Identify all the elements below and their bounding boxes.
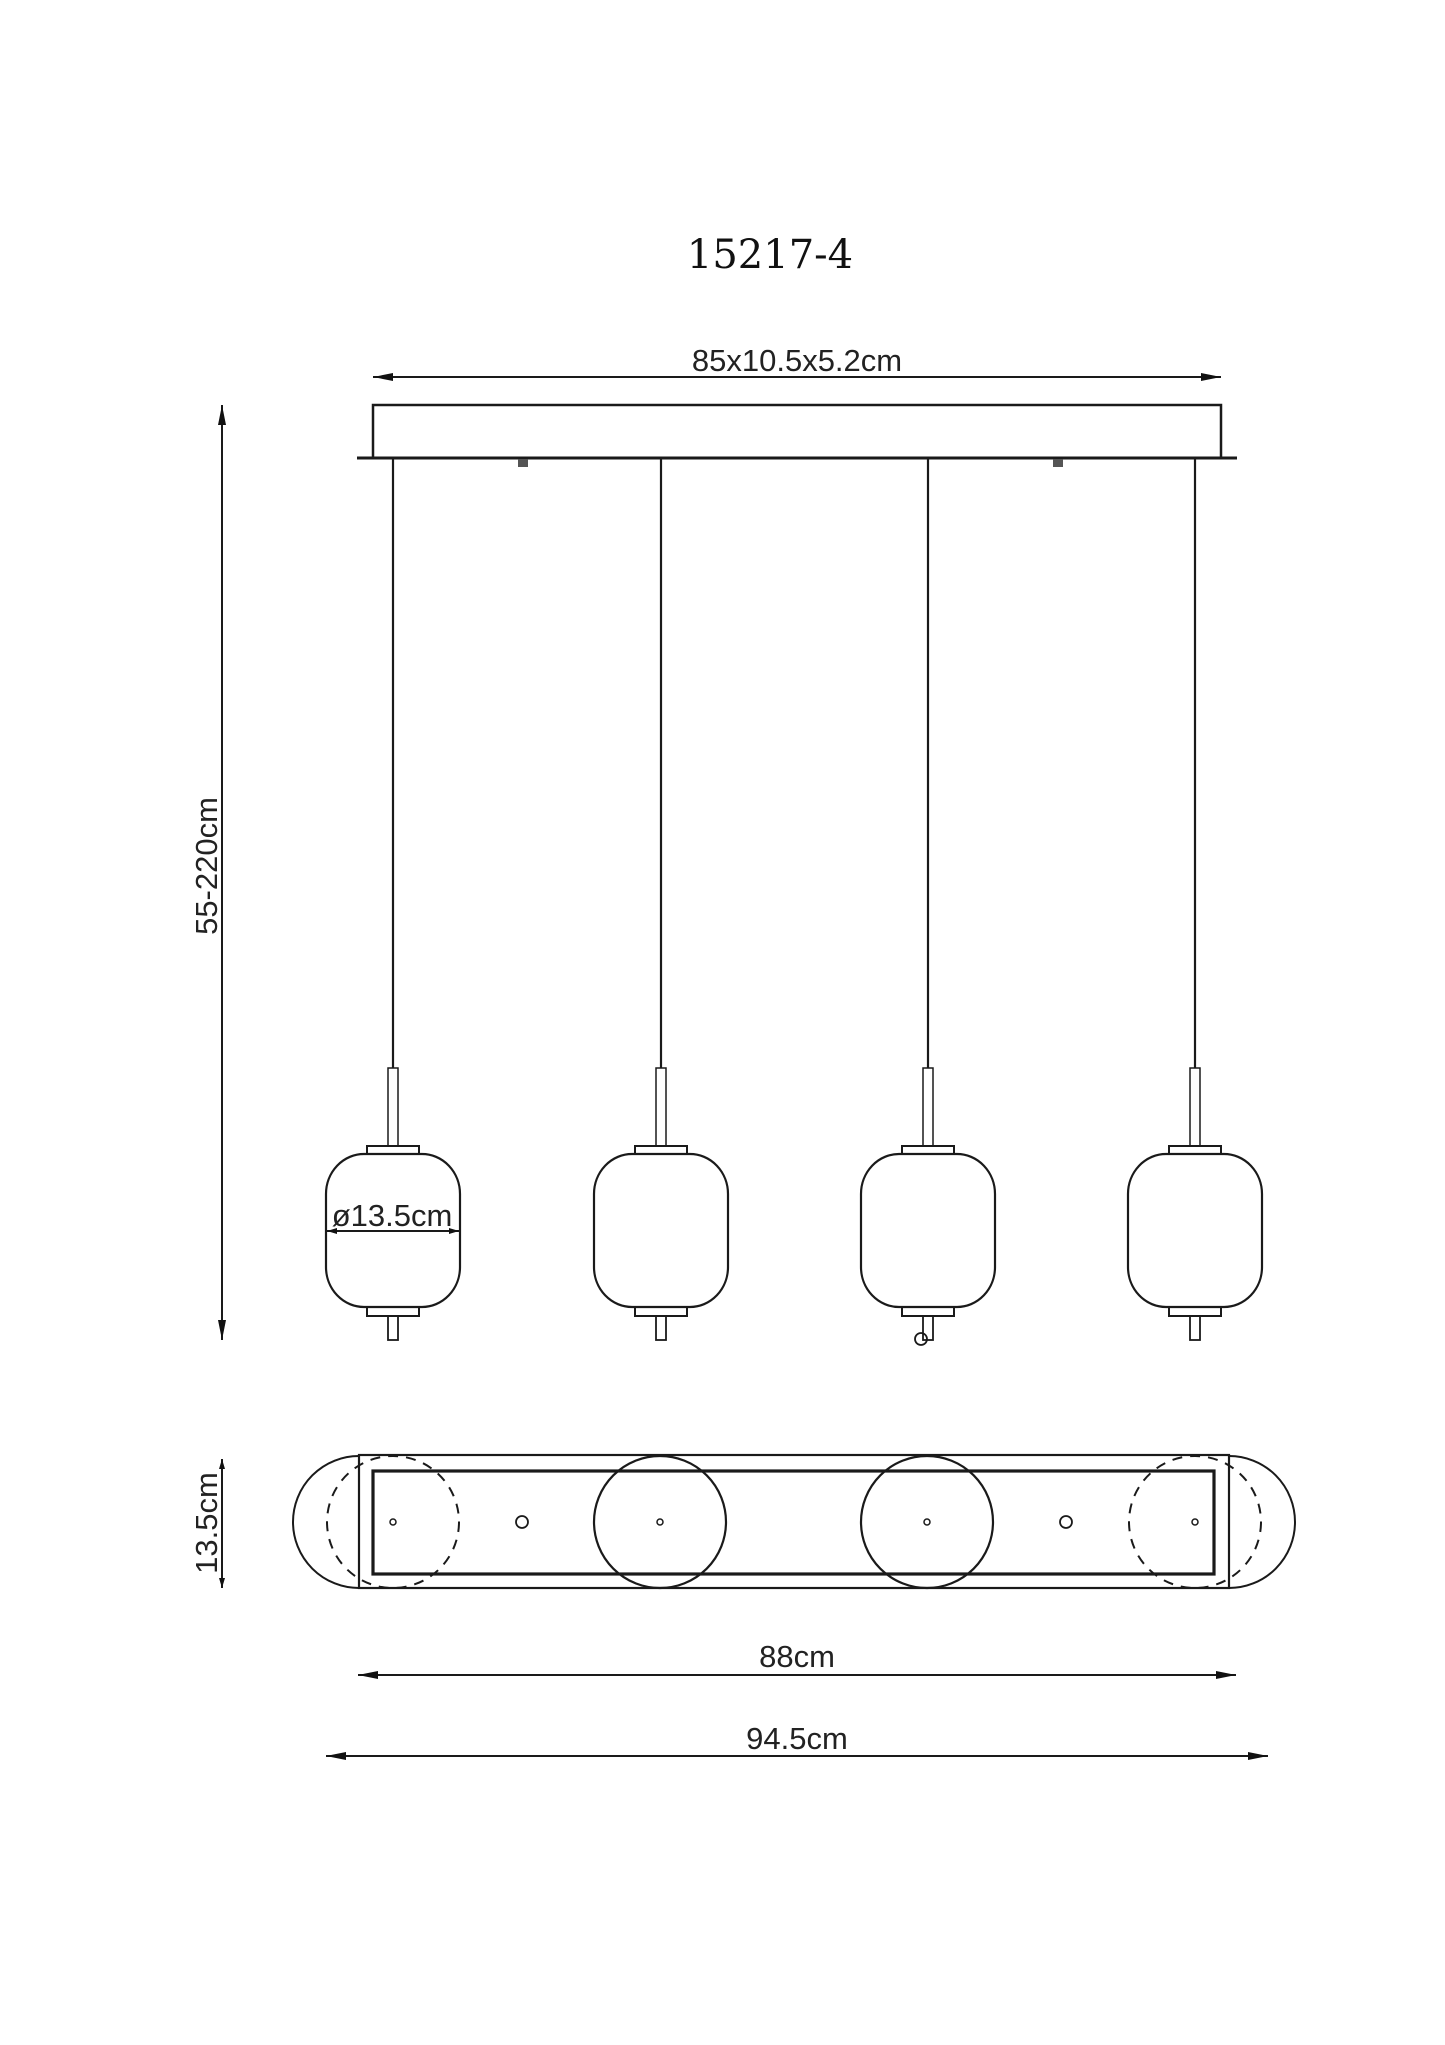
depth-dimension-label: 13.5cm	[189, 1472, 224, 1574]
ceiling-canopy	[371, 403, 1223, 460]
pendant-shade-3	[859, 1066, 997, 1342]
shade-diameter-label: ø13.5cm	[332, 1198, 453, 1233]
inner-length-label: 88cm	[759, 1639, 835, 1674]
mounting-screw-icon	[518, 459, 528, 467]
pendant-shade-4	[1126, 1066, 1264, 1342]
height-dimension-label: 55-220cm	[189, 797, 224, 935]
model-number-title: 15217-4	[687, 232, 853, 278]
top-view	[292, 1453, 1296, 1590]
pull-ring-icon	[914, 1332, 928, 1346]
canopy-dimension-label: 85x10.5x5.2cm	[692, 343, 902, 378]
mounting-screw-icon	[1053, 459, 1063, 467]
pendant-shade-2	[592, 1066, 730, 1342]
overall-length-label: 94.5cm	[746, 1721, 848, 1756]
suspension-cables	[391, 458, 1197, 1068]
